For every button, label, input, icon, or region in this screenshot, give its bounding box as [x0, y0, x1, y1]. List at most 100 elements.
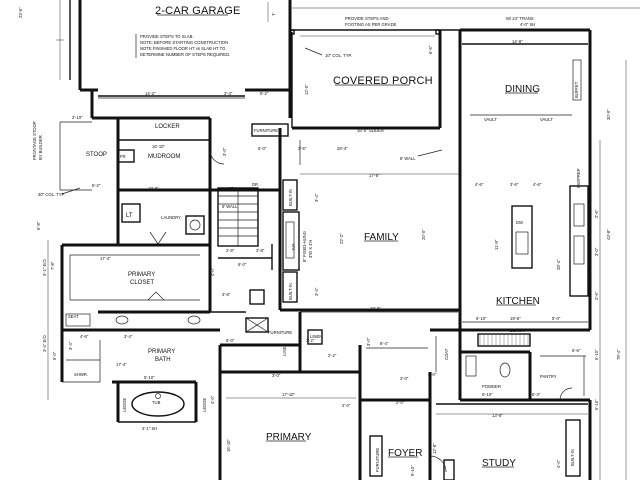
dim-kitchen-4-6b: 4'-6"	[533, 182, 542, 187]
dim-bath-3-4: 3'-4"	[124, 334, 133, 339]
bath-shwr: SHWR.	[74, 372, 88, 377]
tub-ledge-right: LEDGE	[202, 398, 207, 412]
note-side-1: FRONTAGE STOOP	[32, 121, 37, 160]
kitchen-dw: DW	[516, 220, 523, 225]
room-primary-closet-2: CLOSET	[130, 280, 154, 286]
dim-kitchen-4-6: 4'-6"	[475, 182, 484, 187]
dim-hall-6-0: 6'-0"	[226, 338, 235, 343]
dim-left-3: 6'-8"	[36, 221, 41, 230]
dim-garage-5-2: 5'-2"	[260, 91, 269, 96]
dim-laundry-top: 10'-0"	[148, 186, 159, 191]
kitchen-area: 4'-6" 3'-6" 4'-6" DW 11'-9" 28'-4" DW/PR…	[462, 60, 627, 480]
dim-foyer-2-0: 2'-0"	[396, 400, 405, 405]
buffet-label: BUFFET	[574, 81, 579, 98]
dim-right-1: 2'-6"	[594, 209, 599, 218]
dim-dining-depth: 30'-0"	[606, 109, 611, 120]
dim-hall-3-8: 3'-8"	[222, 292, 231, 297]
room-kitchen: KITCHEN	[496, 296, 540, 307]
dim-garage-width: 14'-2"	[145, 91, 156, 96]
dining-vault-right: VAULT	[540, 117, 553, 122]
fireplace-label: F.P.	[291, 243, 296, 250]
dim-dining-width: 14'-8"	[512, 39, 523, 44]
foyer-area: 8'-4" 3'-0" 2'-0" FOYER FURNITURE 9'-10"	[360, 341, 455, 480]
note-garage-steps-4: DETERMINE NUMBER OF STEPS REQUIRED.	[140, 52, 230, 57]
primary-bedroom-area: 3'-0" 17'-10" 2'-0" PRIMARY 16'-10" 4'-0…	[210, 337, 371, 480]
room-garage: 2-CAR GARAGE	[155, 5, 241, 17]
covered-porch-area: PROVIDE STEPS AND FOOTING AS PER GRADE 1…	[289, 7, 640, 133]
dim-primary-2-2: 2'-2"	[328, 353, 337, 358]
dim-closet-side: 7'-8"	[50, 261, 55, 270]
dim-primary-depth: 16'-10"	[226, 438, 231, 452]
dim-primary-width: 17'-10"	[282, 392, 296, 397]
laundry-lt: LT	[126, 213, 133, 219]
dim-family-depth-2: 20'-0"	[421, 229, 426, 240]
mud-fr: FR	[120, 154, 126, 159]
dim-right-2: 3'-0"	[594, 247, 599, 256]
dim-family-5-0: 5'-0"	[258, 146, 267, 151]
dim-stoop-top: 2'-10"	[72, 115, 83, 120]
dim-primary-3-0: 3'-0"	[272, 373, 281, 378]
dim-coat: 4'-0"	[428, 372, 437, 377]
dining-sh: 4'-0" SH	[520, 22, 535, 27]
note-8-wall-family: 8' WALL	[400, 156, 416, 161]
dim-porch-side: 6'-6"	[428, 45, 433, 54]
dim-fp-side: 3'-4"	[314, 193, 319, 202]
fp-note-2: 3'W X 4'H	[308, 240, 313, 258]
dim-foyer-3-0: 3'-0"	[400, 376, 409, 381]
dim-tub-top: 5'-10"	[144, 375, 155, 380]
dim-bath-side: 6'-0"	[52, 351, 57, 360]
note-slider: 16'-0" SLIDER	[357, 128, 384, 133]
dim-right-4: 6'-10"	[594, 349, 599, 360]
dim-stair-6-0: 6'-0"	[238, 262, 247, 267]
dining-area: W/ 24" TRANS 4'-0" SH 14'-8" DINING VAUL…	[458, 16, 611, 330]
dim-right-5: 6'-10"	[594, 399, 599, 410]
dim-study-width: 13'-8"	[492, 413, 503, 418]
dim-primary-3-2: 3'-2"	[306, 338, 315, 343]
kitchen-corner-note: DW/PREP	[576, 168, 581, 188]
dim-island: 11'-9"	[494, 239, 499, 250]
bench-hatch	[479, 334, 529, 346]
linen-label: LINEN	[282, 344, 287, 356]
bath-tub: TUB	[152, 400, 161, 405]
note-trans: W/ 24" TRANS	[506, 16, 534, 21]
dim-closet-top: 17'-4"	[100, 256, 111, 261]
room-primary-closet-1: PRIMARY	[128, 272, 155, 278]
dim-hall-linen: LINEN	[310, 334, 322, 339]
dim-garage-depth: 23'-6"	[18, 7, 23, 18]
stair-up: UP	[228, 186, 234, 191]
laundry-stairs-area: LT LAUNDRY 10'-0" 8' WALL UP DR 2'-8" 3'…	[116, 182, 280, 270]
room-family: FAMILY	[364, 232, 399, 243]
furniture-label-3: FURNITURE	[375, 448, 380, 472]
bath-seat: SEAT	[68, 314, 79, 319]
bench-label: BENCH	[510, 328, 525, 333]
dim-tub-bottom: 2'-1" SH	[142, 426, 157, 431]
dim-family-width: 17'-8"	[369, 173, 380, 178]
note-porch-col: 10" COL. TYP.	[325, 53, 352, 58]
coat-label: COAT	[444, 348, 449, 360]
dim-bath-side-2: 3'-4"	[68, 341, 73, 350]
dim-primary-side: 4'-0"	[210, 395, 215, 404]
dim-study-depth: 12'-8"	[432, 443, 437, 454]
dim-mudroom: 16'-10"	[152, 144, 166, 149]
note-porch-steps-2: FOOTING AS PER GRADE	[345, 22, 397, 27]
dim-kitchen-6-10: 6'-10"	[476, 316, 487, 321]
room-foyer: FOYER	[388, 448, 422, 459]
dim-bath-width: 17'-4"	[116, 362, 127, 367]
furniture-label-1: FURNITURE	[254, 128, 278, 133]
room-pantry: PANTRY	[540, 374, 557, 379]
dim-right-3: 2'-6"	[594, 291, 599, 300]
dim-kitchen-side: 28'-4"	[556, 259, 561, 270]
dim-stair-3-8: 3'-8"	[256, 248, 265, 253]
room-stoop: STOOP	[86, 152, 107, 158]
dim-kitchen-5-0: 5'-0"	[552, 316, 561, 321]
dim-foyer-8-4: 8'-4"	[380, 341, 389, 346]
dim-stair-2-8: 2'-8"	[226, 248, 235, 253]
note-porch-steps-1: PROVIDE STEPS AND	[345, 16, 389, 21]
dim-study-side: 4'-0"	[556, 459, 561, 468]
room-laundry: LAUNDRY	[161, 215, 181, 220]
dim-mud-door: 3'-0"	[222, 147, 227, 156]
hall-connections: LINEN	[210, 308, 460, 345]
dim-powder: 6'-10"	[482, 392, 493, 397]
dim-right-total: 43'-8"	[606, 229, 611, 240]
